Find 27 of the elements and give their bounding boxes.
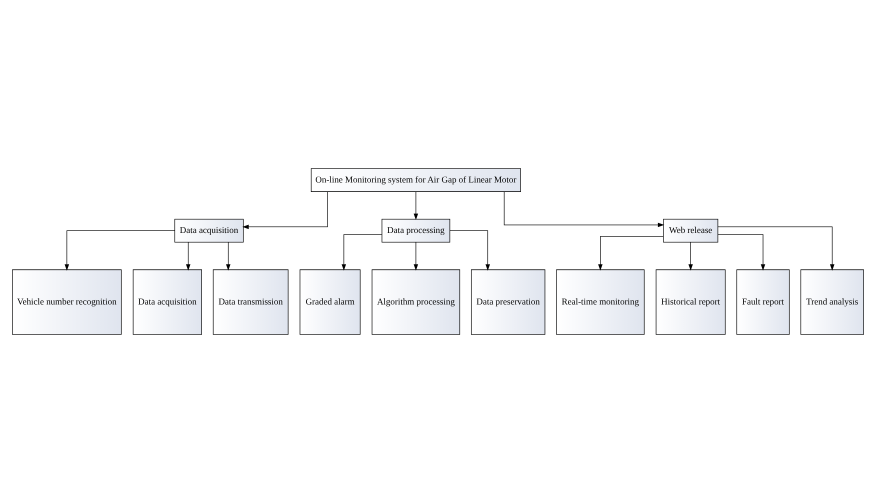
arrow [242, 191, 328, 230]
arrow [598, 236, 664, 271]
arrow [718, 234, 766, 271]
arrow [226, 242, 230, 271]
node-box: Data preservation [470, 269, 546, 335]
node-box: On-line Monitoring system for Air Gap of Linear Motor [310, 168, 521, 192]
arrow [718, 226, 834, 271]
node-box: Data acquisition [174, 218, 244, 243]
node-box: Historical report [656, 269, 726, 335]
arrow [414, 192, 418, 220]
arrow [504, 191, 664, 228]
node-box: Data acquisition [132, 269, 202, 335]
node-box: Trend analysis [800, 269, 864, 335]
arrow [688, 242, 693, 271]
node-box: Data processing [382, 218, 450, 243]
arrow [414, 242, 418, 271]
node-box: Data transmission [212, 269, 288, 335]
node-box: Vehicle number recognition [12, 269, 122, 335]
node-box: Web release [663, 218, 718, 243]
node-box: Real-time monitoring [556, 269, 645, 335]
arrow [64, 230, 175, 271]
node-box: Graded alarm [300, 269, 360, 335]
arrow [450, 230, 490, 271]
node-box: Algorithm processing [372, 269, 460, 335]
arrow [186, 242, 190, 271]
arrow [342, 234, 382, 271]
node-box: Fault report [736, 269, 790, 335]
